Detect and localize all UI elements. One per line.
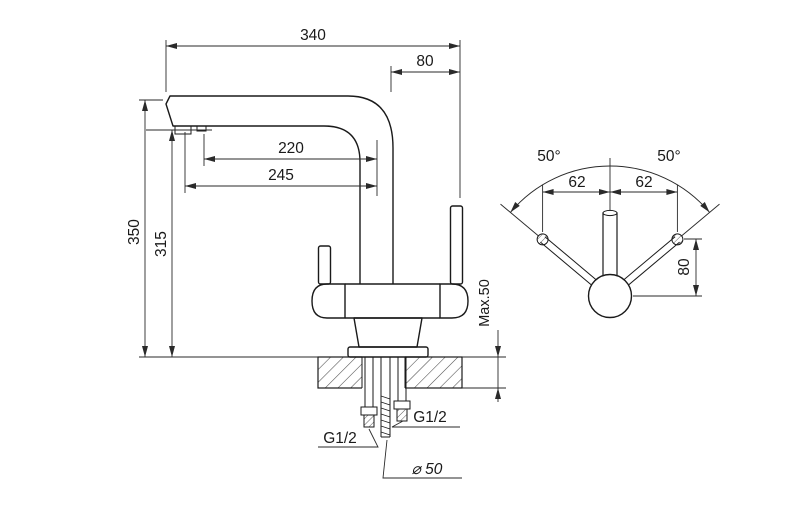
spout-pipe-top [602,212,618,279]
front-view: 340 80 220 245 350 315 Max.50 G1/2 G1/2 … [126,27,506,479]
thread-right-label: G1/2 [413,409,447,426]
supply-hoses [360,357,411,438]
offset-right-label: 62 [635,174,652,191]
left-handle-tip [536,233,549,246]
dim-340-label: 340 [300,27,326,44]
dim-220-label: 220 [278,140,304,157]
faucet-outline [165,95,469,358]
handles-outline [536,209,684,319]
right-valve-body [439,283,469,319]
dim-350-label: 350 [126,219,143,245]
diameter-50-label: ⌀ 50 [412,461,443,478]
top-dimensions: 50° 50° 62 62 80 [500,148,720,297]
front-dimensions: 340 80 220 245 350 315 Max.50 G1/2 G1/2 … [126,27,506,479]
top-view: 50° 50° 62 62 80 [500,148,720,319]
dim-245-label: 245 [268,167,294,184]
height-80-label: 80 [676,258,693,276]
thread-left-label: G1/2 [323,430,357,447]
angle-left-label: 50° [537,148,560,165]
dim-80-label: 80 [416,53,434,70]
base-plate [347,346,429,358]
left-valve-body [311,283,346,319]
body-circle [587,273,633,319]
angle-right-label: 50° [657,148,680,165]
left-lever [317,245,332,285]
right-lever [449,205,464,285]
dim-315-label: 315 [153,231,170,257]
body-cone [353,317,423,348]
right-handle-tip [671,233,684,246]
dim-max50-label: Max.50 [477,279,493,327]
thread-ticks [380,395,391,436]
offset-left-label: 62 [568,174,585,191]
